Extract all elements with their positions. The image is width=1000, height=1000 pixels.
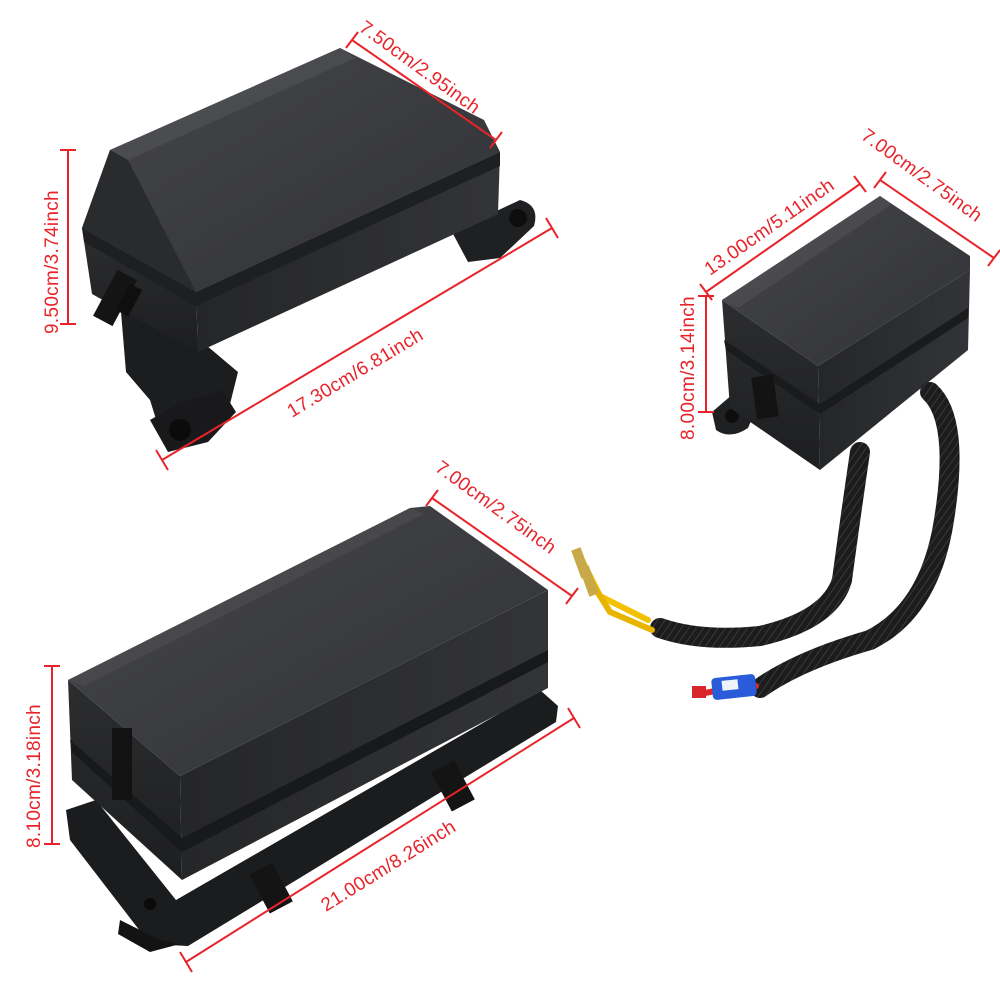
large-fuse-box <box>66 506 558 952</box>
dimension-label-small-height: 9.50cm/3.74inch <box>42 190 63 334</box>
dimension-label-wired-height: 8.00cm/3.14inch <box>678 296 699 440</box>
wired-fuse-box <box>571 196 970 700</box>
dimension-label-large-height: 8.10cm/3.18inch <box>24 704 45 848</box>
small-fuse-box <box>82 48 536 452</box>
dimension-label-small-length: 17.30cm/6.81inch <box>284 325 428 423</box>
dimension-lines <box>44 31 1000 973</box>
